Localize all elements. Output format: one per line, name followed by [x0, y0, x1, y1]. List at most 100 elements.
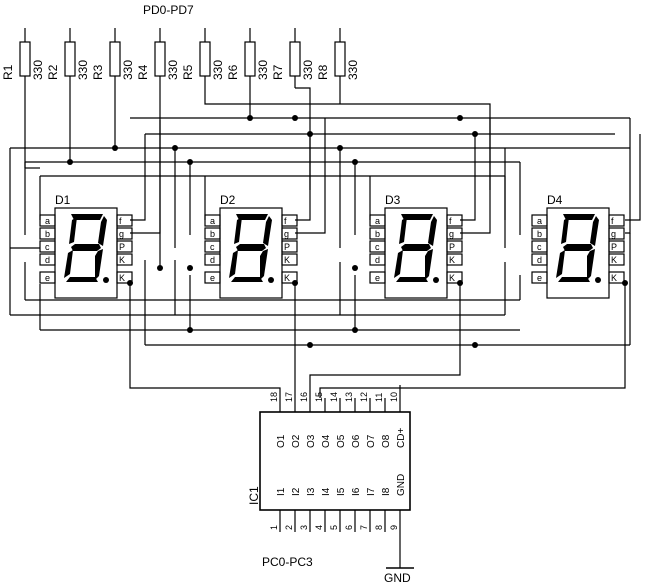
resistor-name: R3 — [91, 64, 105, 80]
pin-label: b — [375, 229, 380, 239]
ic-pin-label: O6 — [351, 434, 362, 448]
resistor-value: 330 — [211, 60, 225, 80]
display-name: D2 — [220, 193, 236, 207]
ic-pin-label: O2 — [291, 434, 302, 448]
resistor-r3: R3 330 — [91, 28, 135, 88]
resistor-value: 330 — [166, 60, 180, 80]
ic-pin-number: 5 — [329, 525, 339, 530]
resistor-bank: R1 330 R2 330 R3 330 R4 330 — [1, 28, 360, 88]
ic-pin-number: 2 — [284, 525, 294, 530]
ic-pin-number: 9 — [389, 525, 399, 530]
pin-label: e — [45, 273, 50, 283]
ic-pin-label: I4 — [321, 487, 332, 496]
ic-pin-label: CD+ — [396, 428, 407, 448]
pin-label: f — [119, 216, 122, 226]
pin-label: c — [210, 242, 215, 252]
pin-label: e — [210, 273, 215, 283]
junction-dots — [67, 115, 628, 348]
resistor-value: 330 — [346, 60, 360, 80]
segment-bus-wiring — [9, 87, 641, 398]
ic-name: IC1 — [247, 486, 261, 505]
display-name: D4 — [547, 193, 563, 207]
ic-pin-label: O7 — [366, 434, 377, 448]
pin-label: d — [45, 255, 50, 265]
ic-pin-number: 11 — [374, 393, 384, 402]
pin-label: c — [537, 242, 542, 252]
ic-pin-number: 7 — [359, 525, 369, 530]
ic-pin-label: I2 — [291, 487, 302, 496]
pin-label: K — [284, 273, 290, 283]
ic-pin-label: O1 — [276, 434, 287, 448]
ic-pin-label: O5 — [336, 434, 347, 448]
ic-pin-label: O3 — [306, 434, 317, 448]
resistor-r7: R7 330 — [271, 28, 315, 88]
ic-pin-number: 17 — [284, 392, 294, 402]
ic-pin-label: I1 — [276, 487, 287, 496]
seven-segment-digit — [556, 214, 601, 283]
resistor-r4: R4 330 — [136, 28, 180, 88]
pin-label: K — [611, 255, 617, 265]
ic-pin-label: I5 — [336, 487, 347, 496]
ic-pin-number: 8 — [374, 525, 384, 530]
pin-label: e — [375, 273, 380, 283]
resistor-name: R4 — [136, 64, 150, 80]
ic-pin-number: 3 — [299, 525, 309, 530]
display-d2: D2 a b c d e f g P K K — [204, 193, 298, 299]
display-d4: D4 a b c d e f g P K K — [531, 193, 625, 299]
pin-label: K — [449, 273, 455, 283]
ic-pin-label: O8 — [381, 434, 392, 448]
ic-pin-label: O4 — [321, 434, 332, 448]
pin-label: d — [210, 255, 215, 265]
display-name: D3 — [385, 193, 401, 207]
pin-label: b — [45, 229, 50, 239]
ic-pins: 18O1I1117O2I2216O3I3315O4I4414O5I5513O6I… — [269, 392, 407, 532]
resistor-name: R1 — [1, 64, 15, 80]
resistor-name: R5 — [181, 64, 195, 80]
seven-segment-digit — [229, 214, 274, 283]
pin-label: P — [449, 242, 455, 252]
pin-label: P — [611, 242, 617, 252]
pin-label: f — [284, 216, 287, 226]
resistor-r8: R8 330 — [316, 28, 360, 88]
pin-label: a — [537, 216, 542, 226]
top-bus-label: PD0-PD7 — [143, 3, 194, 17]
pin-label: a — [210, 216, 215, 226]
pin-label: P — [119, 242, 125, 252]
pin-label: K — [119, 255, 125, 265]
ic-pin-label: I3 — [306, 487, 317, 496]
ic-pin-number: 16 — [299, 392, 309, 402]
ground-label: GND — [384, 571, 411, 585]
pin-label: a — [45, 216, 50, 226]
ic-pin-label: GND — [396, 474, 407, 496]
resistor-name: R2 — [46, 64, 60, 80]
resistor-name: R8 — [316, 64, 330, 80]
pin-label: c — [45, 242, 50, 252]
resistor-value: 330 — [121, 60, 135, 80]
pin-label: d — [375, 255, 380, 265]
ic-pin-number: 15 — [314, 392, 324, 402]
resistor-name: R7 — [271, 64, 285, 80]
resistor-r6: R6 330 — [226, 28, 270, 88]
ic-pin-number: 18 — [269, 392, 279, 402]
resistor-value: 330 — [76, 60, 90, 80]
ic-pin-number: 13 — [344, 392, 354, 402]
ic1-driver: IC1 18O1I1117O2I2216O3I3315O4I4414O5I551… — [247, 392, 411, 532]
pin-label: c — [375, 242, 380, 252]
resistor-value: 330 — [301, 60, 315, 80]
seven-segment-digit — [64, 214, 109, 283]
pin-label: b — [537, 229, 542, 239]
pin-label: K — [284, 255, 290, 265]
pin-label: f — [611, 216, 614, 226]
ic-pin-number: 1 — [269, 525, 279, 530]
ic-pin-label: I7 — [366, 487, 377, 496]
pin-label: K — [119, 273, 125, 283]
pin-label: f — [449, 216, 452, 226]
ic-pin-number: 10 — [389, 392, 399, 402]
display-name: D1 — [55, 193, 71, 207]
ic-pin-label: I6 — [351, 487, 362, 496]
ic-pin-number: 14 — [329, 392, 339, 402]
bottom-bus-label: PC0-PC3 — [262, 555, 313, 569]
pin-label: d — [537, 255, 542, 265]
